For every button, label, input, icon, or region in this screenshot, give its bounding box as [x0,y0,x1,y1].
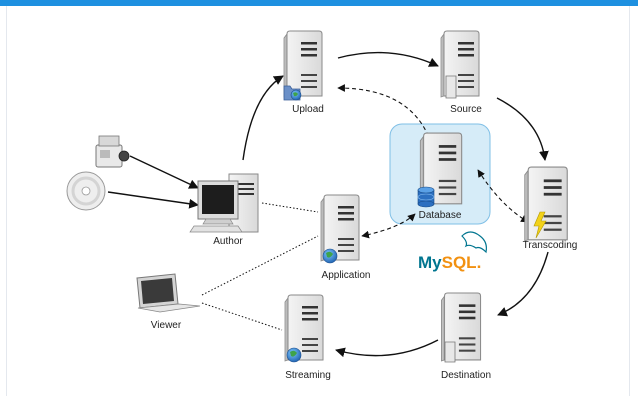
content-frame [6,6,630,396]
arrow-upload-to-source [337,51,439,67]
globe-icon [286,347,302,363]
dashed-upload-database [337,84,432,141]
streaming-label: Streaming [285,370,331,381]
dotted-author-application [261,202,319,213]
transcoding-label: Transcoding [523,240,578,251]
database-label: Database [419,210,462,221]
destination-label: Destination [441,370,491,381]
database-server [417,132,463,208]
source-label: Source [450,104,482,115]
application-label: Application [322,270,371,281]
dotted-viewer-streaming [201,302,283,331]
top-accent-bar [0,0,638,6]
viewer-label: Viewer [151,320,182,331]
media-icon [445,75,457,99]
author-computer-icon [189,173,259,233]
arrow-transcoding-to-destination [497,251,549,317]
arrow-author-to-upload [242,75,284,161]
globe-icon [322,248,338,264]
dotted-viewer-application [201,235,319,296]
laptop-icon [136,273,201,313]
transcoding-server [524,166,568,242]
application-server [320,194,360,264]
arrow-source-to-transcoding [496,97,549,161]
dolphin-icon [461,231,487,254]
destination-server [440,292,482,363]
dashed-database-transcoding [477,169,529,223]
dashed-database-application [361,213,416,239]
mysql-logo: MySQL. [418,231,487,272]
folder-globe-icon [283,85,302,101]
media-icon [444,341,456,363]
upload-label: Upload [292,104,324,115]
svg-text:MySQL.: MySQL. [418,253,481,272]
camcorder-icon [95,135,130,168]
streaming-server [284,294,324,363]
upload-server [283,30,323,101]
arrow-camera-to-author [129,155,199,189]
source-server [440,30,480,99]
arrow-destination-to-streaming [335,339,439,358]
author-label: Author [213,236,243,247]
lightning-icon [533,211,547,239]
arrow-disc-to-author [107,191,199,209]
database-cylinder-icon [417,186,435,208]
disc-icon [66,171,106,211]
